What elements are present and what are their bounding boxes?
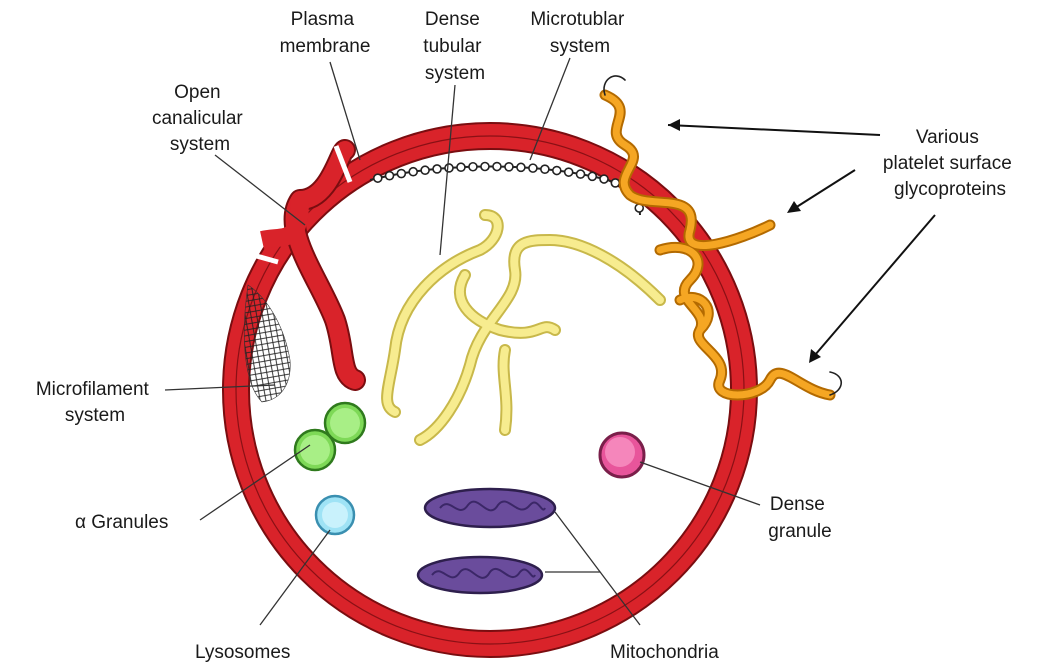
microtubule-coil — [553, 167, 561, 175]
microtubule-coil — [517, 163, 525, 171]
label-open-canalicular-system: Open canalicular system — [152, 82, 248, 155]
microtubule-coil — [505, 163, 513, 171]
label-mitochondria: Mitochondria — [610, 642, 719, 663]
label-dense-tubular-system: Dense tubular system — [423, 9, 486, 84]
dense-tubular-system — [387, 215, 660, 440]
dense-granule — [600, 433, 644, 477]
microfilament-system — [244, 285, 290, 402]
label-glycoproteins: Various platelet surface glycoproteins — [883, 127, 1017, 200]
microtubule-coil — [529, 164, 537, 172]
microtubule-coil — [481, 163, 489, 171]
microtubule-coil — [493, 163, 501, 171]
microtubule-coil — [445, 164, 453, 172]
lysosome — [316, 496, 354, 534]
label-alpha-granules: α Granules — [75, 512, 168, 533]
microtubule-coil — [611, 179, 619, 187]
microtubule-coil — [541, 165, 549, 173]
microtubule-coil — [469, 163, 477, 171]
microtubule-coil — [409, 168, 417, 176]
label-microfilament-system: Microfilament system — [36, 379, 154, 426]
label-dense-granule: Dense granule — [768, 494, 831, 542]
microtubule-coil — [588, 172, 596, 180]
label-microtubular-system: Microtublar system — [530, 9, 629, 57]
microtubule-coil — [397, 170, 405, 178]
label-plasma-membrane: Plasma membrane — [280, 9, 371, 57]
microtubule-coil — [577, 170, 585, 178]
label-lysosomes: Lysosomes — [195, 642, 290, 663]
mitochondria — [418, 489, 555, 593]
surface-glycoproteins — [604, 76, 841, 395]
microtubule-coil — [565, 168, 573, 176]
alpha-granules — [295, 403, 365, 470]
microtubule-coil — [457, 163, 465, 171]
microtubule-coil — [433, 165, 441, 173]
microtubule-coil — [374, 174, 382, 182]
microtubule-coil — [386, 172, 394, 180]
microtubule-coil — [421, 166, 429, 174]
microtubule-coil — [600, 175, 608, 183]
